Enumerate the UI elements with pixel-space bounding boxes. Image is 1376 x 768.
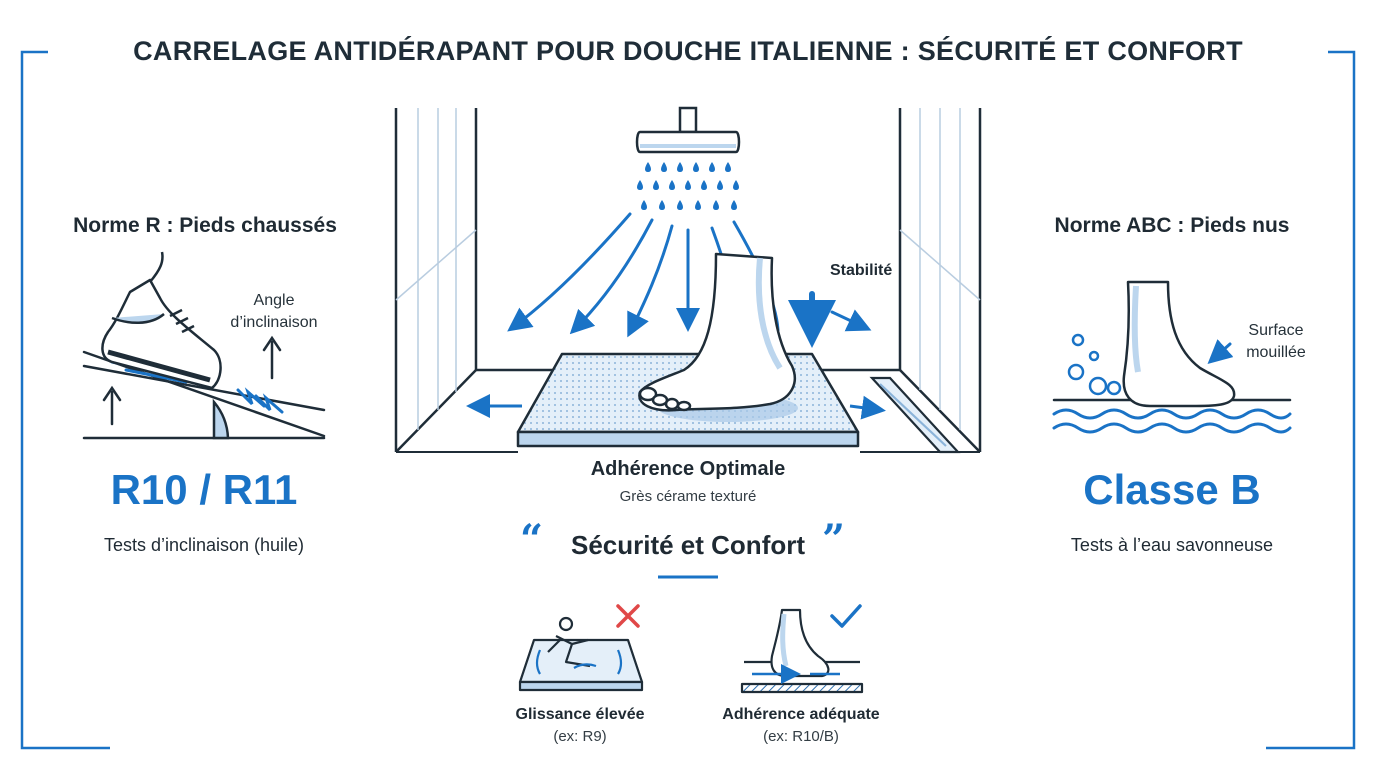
quote-close-mark: ” — [822, 516, 846, 563]
water-drop — [677, 162, 683, 172]
foot-icon — [1122, 280, 1236, 408]
center-subheading: Grès cérame texturé — [619, 488, 757, 505]
water-drop — [677, 200, 683, 210]
floor-drain — [869, 376, 961, 454]
water-drop — [661, 162, 667, 172]
bad-sublabel: (ex: R9) — [553, 728, 607, 745]
water-drop — [693, 162, 699, 172]
surface-label-line1: Surface — [1248, 322, 1304, 339]
water-streams — [507, 212, 872, 348]
water-drop — [669, 180, 675, 190]
left-heading: Norme R : Pieds chaussés — [73, 214, 337, 237]
foot-icon — [638, 252, 796, 412]
good-label: Adhérence adéquate — [722, 706, 880, 723]
right-heading: Norme ABC : Pieds nus — [1054, 214, 1290, 237]
water-drop — [653, 180, 659, 190]
water-drop — [717, 180, 723, 190]
left-caption: Tests d’inclinaison (huile) — [103, 535, 305, 555]
quote-text: Sécurité et Confort — [570, 530, 806, 560]
check-icon — [830, 604, 862, 628]
frame-border — [20, 50, 1356, 750]
water-drops — [637, 162, 739, 210]
water-drop — [725, 162, 731, 172]
right-value: Classe B — [1083, 466, 1261, 513]
quote-open-mark: “ — [520, 516, 544, 563]
angle-label-line2: d’inclinaison — [230, 314, 318, 331]
water-drop — [713, 200, 719, 210]
angle-label: Angle d’inclinaison — [230, 290, 317, 334]
angle-label-line1: Angle — [253, 292, 295, 309]
water-drop — [701, 180, 707, 190]
right-caption: Tests à l’eau savonneuse — [1070, 535, 1274, 555]
water-drop — [645, 162, 651, 172]
stability-label: Stabilité — [830, 262, 893, 279]
water-drop — [709, 162, 715, 172]
center-heading: Adhérence Optimale — [590, 458, 786, 480]
cross-icon — [616, 604, 640, 628]
water-drop — [685, 180, 691, 190]
surface-label-line2: mouillée — [1246, 344, 1306, 361]
water-drop — [641, 200, 647, 210]
shower-head-icon — [635, 106, 741, 154]
water-drop — [695, 200, 701, 210]
wet-surface-illustration — [1052, 333, 1292, 434]
bad-label: Glissance élevée — [515, 706, 645, 723]
slip-tile-icon — [518, 616, 644, 692]
water-drop — [637, 180, 643, 190]
grip-foot-icon — [740, 608, 864, 694]
left-value: R10 / R11 — [110, 466, 298, 513]
water-drop — [733, 180, 739, 190]
water-drop — [659, 200, 665, 210]
page-title: CARRELAGE ANTIDÉRAPANT POUR DOUCHE ITALI… — [133, 36, 1243, 66]
water-drop — [731, 200, 737, 210]
good-sublabel: (ex: R10/B) — [763, 728, 839, 745]
surface-label: Surface mouillée — [1246, 320, 1306, 364]
shoe-icon — [101, 251, 222, 390]
